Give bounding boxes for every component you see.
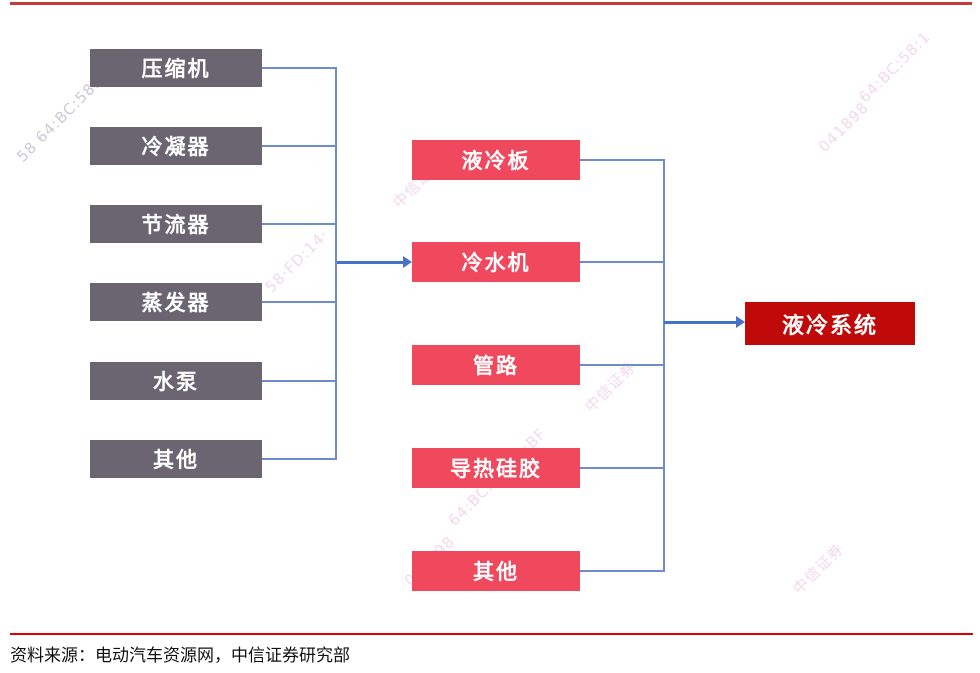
connector-line: [262, 380, 337, 382]
component-box-other-middle: 其他: [412, 551, 580, 591]
component-box-evaporator: 蒸发器: [90, 283, 262, 321]
component-box-cold-plate: 液冷板: [412, 140, 580, 180]
arrowhead-icon: [403, 256, 412, 268]
arrow-line: [664, 321, 737, 324]
watermark-text: 64:BC:58:1: [855, 27, 935, 107]
component-box-other-left: 其他: [90, 440, 262, 478]
connector-line: [580, 570, 664, 572]
component-box-thermal-silicone: 导热硅胶: [412, 448, 580, 488]
arrow-line: [337, 261, 404, 264]
connector-line: [262, 458, 337, 460]
source-attribution: 资料来源：电动汽车资源网，中信证券研究部: [10, 646, 350, 666]
connector-line: [335, 67, 337, 460]
connector-line: [580, 467, 664, 469]
component-box-compressor: 压缩机: [90, 49, 262, 87]
connector-line: [262, 67, 337, 69]
connector-line: [262, 145, 337, 147]
connector-line: [580, 364, 664, 366]
watermark-text: 中信证券: [789, 539, 848, 598]
component-box-chiller: 冷水机: [412, 242, 580, 282]
connector-line: [580, 159, 664, 161]
connector-line: [262, 223, 337, 225]
result-box-liquid-cooling-system: 液冷系统: [745, 302, 915, 345]
watermark-text: 58·FD:14·: [261, 225, 333, 297]
component-box-piping: 管路: [412, 345, 580, 385]
component-box-condenser: 冷凝器: [90, 127, 262, 165]
top-divider-line: [10, 2, 972, 5]
connector-line: [663, 159, 665, 572]
connector-line: [262, 301, 337, 303]
connector-line: [580, 261, 664, 263]
arrowhead-icon: [736, 316, 745, 328]
component-box-throttle: 节流器: [90, 205, 262, 243]
component-box-water-pump: 水泵: [90, 362, 262, 400]
watermark-text: 041898: [814, 98, 873, 156]
footer-divider-line: [10, 633, 973, 635]
